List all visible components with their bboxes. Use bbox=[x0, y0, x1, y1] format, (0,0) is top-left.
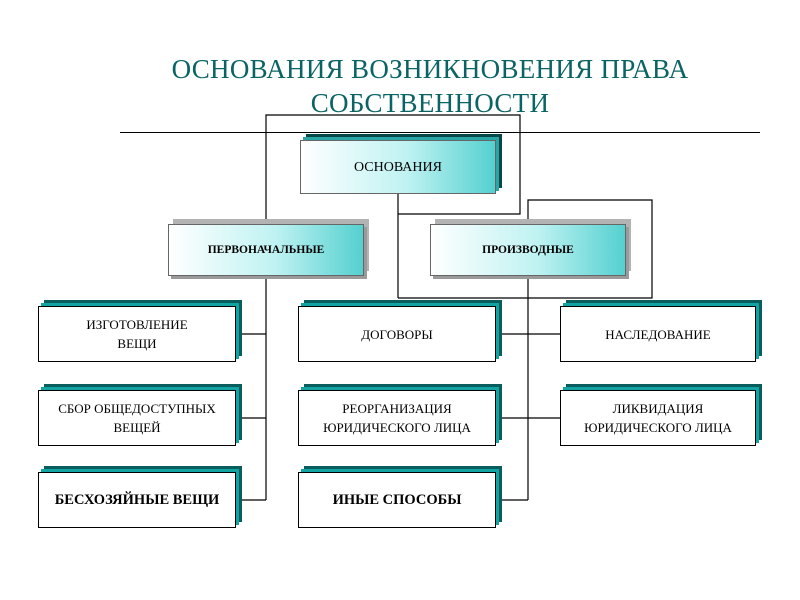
node-root: ОСНОВАНИЯ bbox=[300, 140, 496, 194]
node-derivative-right-2: ЛИКВИДАЦИЯ ЮРИДИЧЕСКОГО ЛИЦА bbox=[560, 390, 756, 446]
connector-derivative-frame bbox=[398, 199, 653, 299]
node-derivative-middle-3: ИНЫЕ СПОСОБЫ bbox=[298, 472, 496, 528]
node-derivative-middle-3-label: ИНЫЕ СПОСОБЫ bbox=[332, 491, 462, 508]
node-derivative-middle-1: ДОГОВОРЫ bbox=[298, 306, 496, 362]
node-derivative-label: ПРОИЗВОДНЫЕ bbox=[482, 243, 574, 256]
node-derivative-right-1-label: НАСЛЕДОВАНИЕ bbox=[605, 326, 711, 342]
title-line-2: СОБСТВЕННОСТИ bbox=[310, 88, 550, 118]
node-derivative-right-2-label: ЛИКВИДАЦИЯ ЮРИДИЧЕСКОГО ЛИЦА bbox=[584, 401, 732, 435]
title-line-1: ОСНОВАНИЯ ВОЗНИКНОВЕНИЯ ПРАВА bbox=[171, 54, 689, 84]
slide-title: ОСНОВАНИЯ ВОЗНИКНОВЕНИЯ ПРАВА СОБСТВЕННО… bbox=[120, 52, 740, 120]
node-derivative-middle-1-label: ДОГОВОРЫ bbox=[361, 326, 433, 342]
node-primary-item-2-label: СБОР ОБЩЕДОСТУПНЫХ ВЕЩЕЙ bbox=[58, 401, 216, 435]
connector-root-frame bbox=[398, 114, 521, 215]
node-primary-label: ПЕРВОНАЧАЛЬНЫЕ bbox=[207, 243, 325, 256]
node-primary-item-1: ИЗГОТОВЛЕНИЕ ВЕЩИ bbox=[38, 306, 236, 362]
node-derivative: ПРОИЗВОДНЫЕ bbox=[430, 224, 626, 276]
node-derivative-middle-2-label: РЕОРГАНИЗАЦИЯ ЮРИДИЧЕСКОГО ЛИЦА bbox=[323, 401, 471, 435]
title-divider bbox=[120, 132, 760, 133]
connector-root-primary bbox=[265, 114, 398, 220]
node-primary-item-3-label: БЕСХОЗЯЙНЫЕ ВЕЩИ bbox=[54, 491, 220, 508]
node-derivative-right-1: НАСЛЕДОВАНИЕ bbox=[560, 306, 756, 362]
node-derivative-middle-2: РЕОРГАНИЗАЦИЯ ЮРИДИЧЕСКОГО ЛИЦА bbox=[298, 390, 496, 446]
node-primary: ПЕРВОНАЧАЛЬНЫЕ bbox=[168, 224, 364, 276]
node-primary-item-3: БЕСХОЗЯЙНЫЕ ВЕЩИ bbox=[38, 472, 236, 528]
node-primary-item-1-label: ИЗГОТОВЛЕНИЕ ВЕЩИ bbox=[86, 317, 188, 351]
node-primary-item-2: СБОР ОБЩЕДОСТУПНЫХ ВЕЩЕЙ bbox=[38, 390, 236, 446]
node-root-label: ОСНОВАНИЯ bbox=[354, 159, 442, 175]
